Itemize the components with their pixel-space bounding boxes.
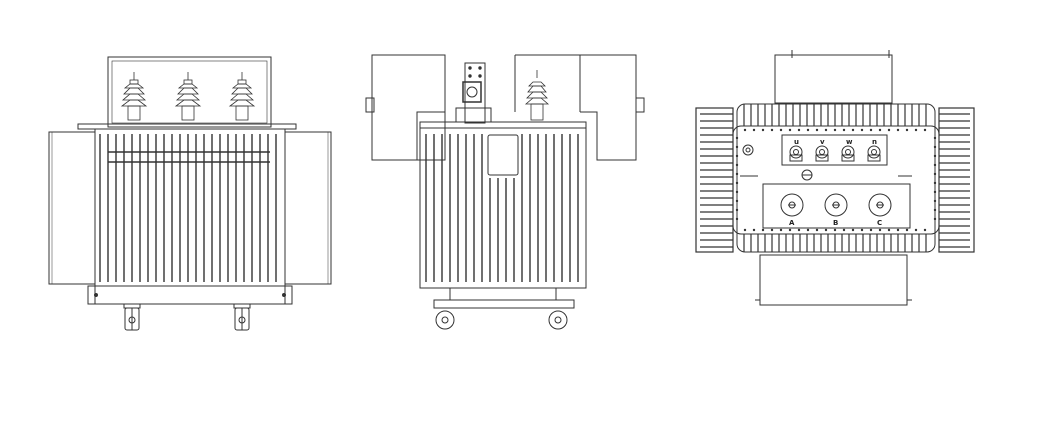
radiator-left xyxy=(48,131,96,285)
hv-terminal: C xyxy=(868,193,892,227)
cover-bolts xyxy=(735,128,937,232)
cooling-fins xyxy=(99,134,277,282)
wheel-side-left xyxy=(435,310,455,330)
radiator-panel-left xyxy=(371,54,446,161)
lv-terminal: w xyxy=(841,138,855,162)
top-radiator-left xyxy=(695,107,734,253)
radiator-panel-right xyxy=(515,54,637,161)
lv-terminal: u xyxy=(789,138,803,162)
lv-terminal-label: v xyxy=(820,138,825,146)
phase-label: A xyxy=(789,219,795,227)
top-radiator-bottom xyxy=(743,234,927,252)
front-view xyxy=(48,56,332,331)
lv-terminal: n xyxy=(867,138,881,162)
hv-terminal: A xyxy=(780,193,804,227)
wheel-front-left xyxy=(123,303,141,331)
phase-label: C xyxy=(877,219,882,227)
hv-bushing-side xyxy=(524,70,550,121)
hv-bushing-2 xyxy=(175,71,201,121)
hv-bushing-1 xyxy=(120,72,148,121)
lv-terminal: v xyxy=(815,138,829,162)
lv-terminal-label: w xyxy=(846,138,853,146)
cover-plate xyxy=(736,103,936,253)
bushing-enclosure xyxy=(107,56,272,128)
wheel-side-right xyxy=(548,310,568,330)
radiator-right xyxy=(284,131,332,285)
top-radiator-top xyxy=(743,104,927,126)
top-radiator-right xyxy=(938,107,975,253)
hv-bushing-3 xyxy=(229,71,255,121)
oil-level-indicator xyxy=(742,144,754,156)
side-cooling-fins xyxy=(425,134,579,282)
lv-terminal-label: n xyxy=(872,138,877,146)
lv-terminal-label: u xyxy=(794,138,799,146)
hv-terminal: B xyxy=(824,193,848,227)
lv-terminal-box xyxy=(781,134,888,166)
side-view xyxy=(365,54,645,330)
phase-label: B xyxy=(833,219,838,227)
wheel-front-right xyxy=(233,303,251,331)
top-view: u v w n A B C xyxy=(695,50,975,306)
hv-terminal-box xyxy=(762,183,911,229)
